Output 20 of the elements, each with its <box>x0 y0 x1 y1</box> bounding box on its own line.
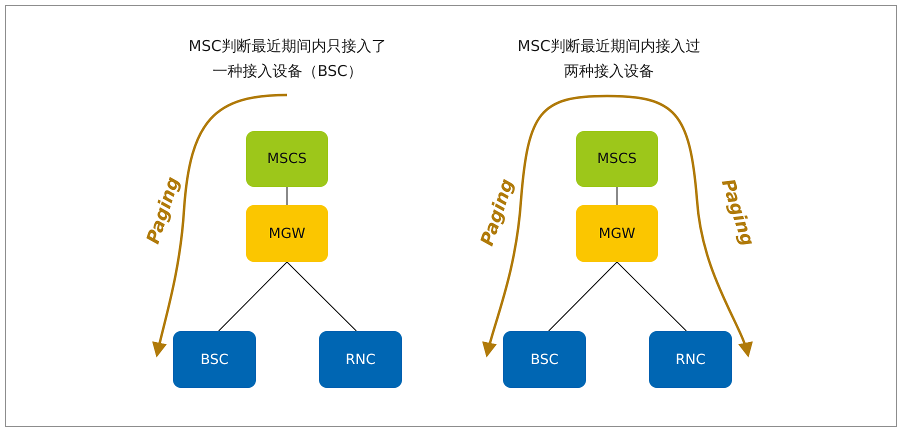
edge-label: Paging <box>716 176 758 248</box>
annotation-text: MSC判断最近期间内接入过两种接入设备 <box>516 36 702 82</box>
mgw-box: MGW <box>576 205 658 262</box>
connector-line <box>616 262 687 332</box>
connector-line <box>286 186 288 206</box>
connector-line <box>286 262 357 332</box>
mscs-box: MSCS <box>246 131 328 187</box>
connector-line <box>616 186 618 206</box>
mscs-box: MSCS <box>576 131 658 187</box>
curved-arrow <box>482 94 608 358</box>
curved-arrow <box>152 94 288 358</box>
access-node-box: BSC <box>503 331 586 388</box>
access-node-box: RNC <box>649 331 732 388</box>
mgw-box: MGW <box>246 205 328 262</box>
access-node-box: BSC <box>173 331 256 388</box>
curved-arrow <box>606 94 752 358</box>
connector-line <box>548 262 618 332</box>
annotation-text: MSC判断最近期间内只接入了一种接入设备（BSC） <box>188 36 388 82</box>
connector-line <box>218 262 288 332</box>
access-node-box: RNC <box>319 331 402 388</box>
